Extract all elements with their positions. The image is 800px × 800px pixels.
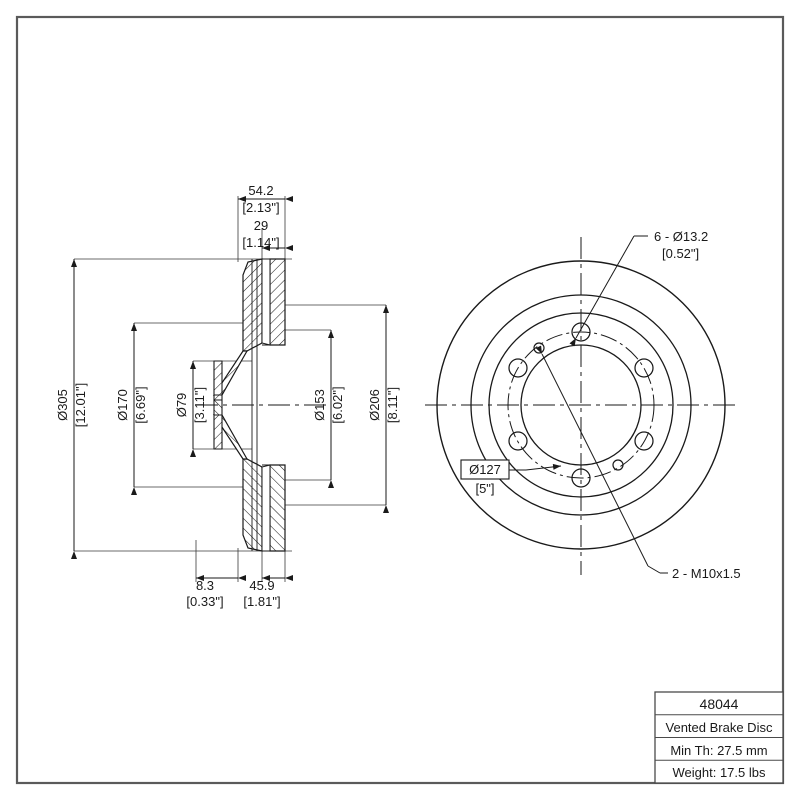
title-block: 48044 Vented Brake Disc Min Th: 27.5 mm … [654, 691, 784, 784]
callout-thread-line1: 2 - M10x1.5 [672, 566, 741, 581]
lug-hole [571, 468, 591, 488]
dim-54-2-metric: 54.2 [248, 183, 273, 198]
dim-29-imperial: [1.14"] [242, 235, 279, 250]
dimension-len-45-9: 45.9 [1.81"] [243, 575, 293, 609]
cross-section-view: Ø305 [12.01"] Ø170 [6.69"] Ø79 [3.11"] Ø… [55, 183, 400, 609]
rotor-hat-outer-circle [488, 312, 674, 498]
face-view: 6 - Ø13.2 [0.52"] 2 - M10x1.5 Ø127 [5"] [425, 229, 741, 581]
rotor-friction-inner-circle [470, 294, 692, 516]
bolt-circle-metric: Ø127 [469, 462, 501, 477]
dim-170-metric: Ø170 [115, 389, 130, 421]
callout-lug-holes: 6 - Ø13.2 [0.52"] [569, 229, 708, 347]
dim-305-metric: Ø305 [55, 389, 70, 421]
rotor-center-bore-circle [520, 344, 642, 466]
sheet-border [15, 15, 785, 785]
dim-206-imperial: [8.11"] [385, 387, 400, 423]
lug-hole [634, 431, 654, 451]
title-part-number: 48044 [700, 696, 739, 712]
dim-170-imperial: [6.69"] [133, 386, 148, 423]
rotor-hub-section [213, 360, 223, 450]
lug-hole [571, 322, 591, 342]
callout-lug-line1: 6 - Ø13.2 [654, 229, 708, 244]
bolt-circle-imperial: [5"] [475, 481, 494, 496]
dim-206-metric: Ø206 [367, 389, 382, 421]
dimension-dia-305: Ø305 [12.01"] [55, 259, 88, 559]
dim-305-imperial: [12.01"] [73, 383, 88, 427]
dimension-dia-153: Ø153 [6.02"] [312, 330, 345, 488]
title-min-thickness: Min Th: 27.5 mm [670, 743, 767, 758]
dim-8-3-metric: 8.3 [196, 578, 214, 593]
callout-lug-line2: [0.52"] [662, 246, 699, 261]
dim-29-metric: 29 [254, 218, 268, 233]
lug-hole [508, 358, 528, 378]
threaded-hole [612, 459, 624, 471]
dim-54-2-imperial: [2.13"] [242, 200, 279, 215]
dim-8-3-imperial: [0.33"] [186, 594, 223, 609]
dimension-len-8-3: 8.3 [0.33"] [186, 575, 246, 609]
callout-threaded-holes: 2 - M10x1.5 [535, 345, 741, 581]
dim-79-imperial: [3.11"] [192, 387, 207, 423]
dim-153-metric: Ø153 [312, 389, 327, 421]
lug-hole-group [508, 322, 654, 488]
title-description: Vented Brake Disc [666, 720, 773, 735]
lug-hole [508, 431, 528, 451]
dim-153-imperial: [6.02"] [330, 386, 345, 423]
rotor-outer-circle [436, 260, 726, 550]
dimension-len-29: 29 [1.14"] [242, 218, 293, 251]
dimension-dia-170: Ø170 [6.69"] [115, 323, 148, 495]
bolt-circle-pitch [507, 331, 655, 479]
dim-79-metric: Ø79 [174, 393, 189, 418]
callout-bolt-circle: Ø127 [5"] [460, 459, 562, 496]
title-weight: Weight: 17.5 lbs [673, 765, 766, 780]
lug-hole [634, 358, 654, 378]
dimension-len-54-2: 54.2 [2.13"] [238, 183, 293, 215]
dimension-dia-206: Ø206 [8.11"] [367, 305, 400, 513]
dimension-dia-79: Ø79 [3.11"] [174, 361, 207, 457]
dim-45-9-imperial: [1.81"] [243, 594, 280, 609]
dim-45-9-metric: 45.9 [249, 578, 274, 593]
bolt-circle-label-box [460, 459, 510, 480]
